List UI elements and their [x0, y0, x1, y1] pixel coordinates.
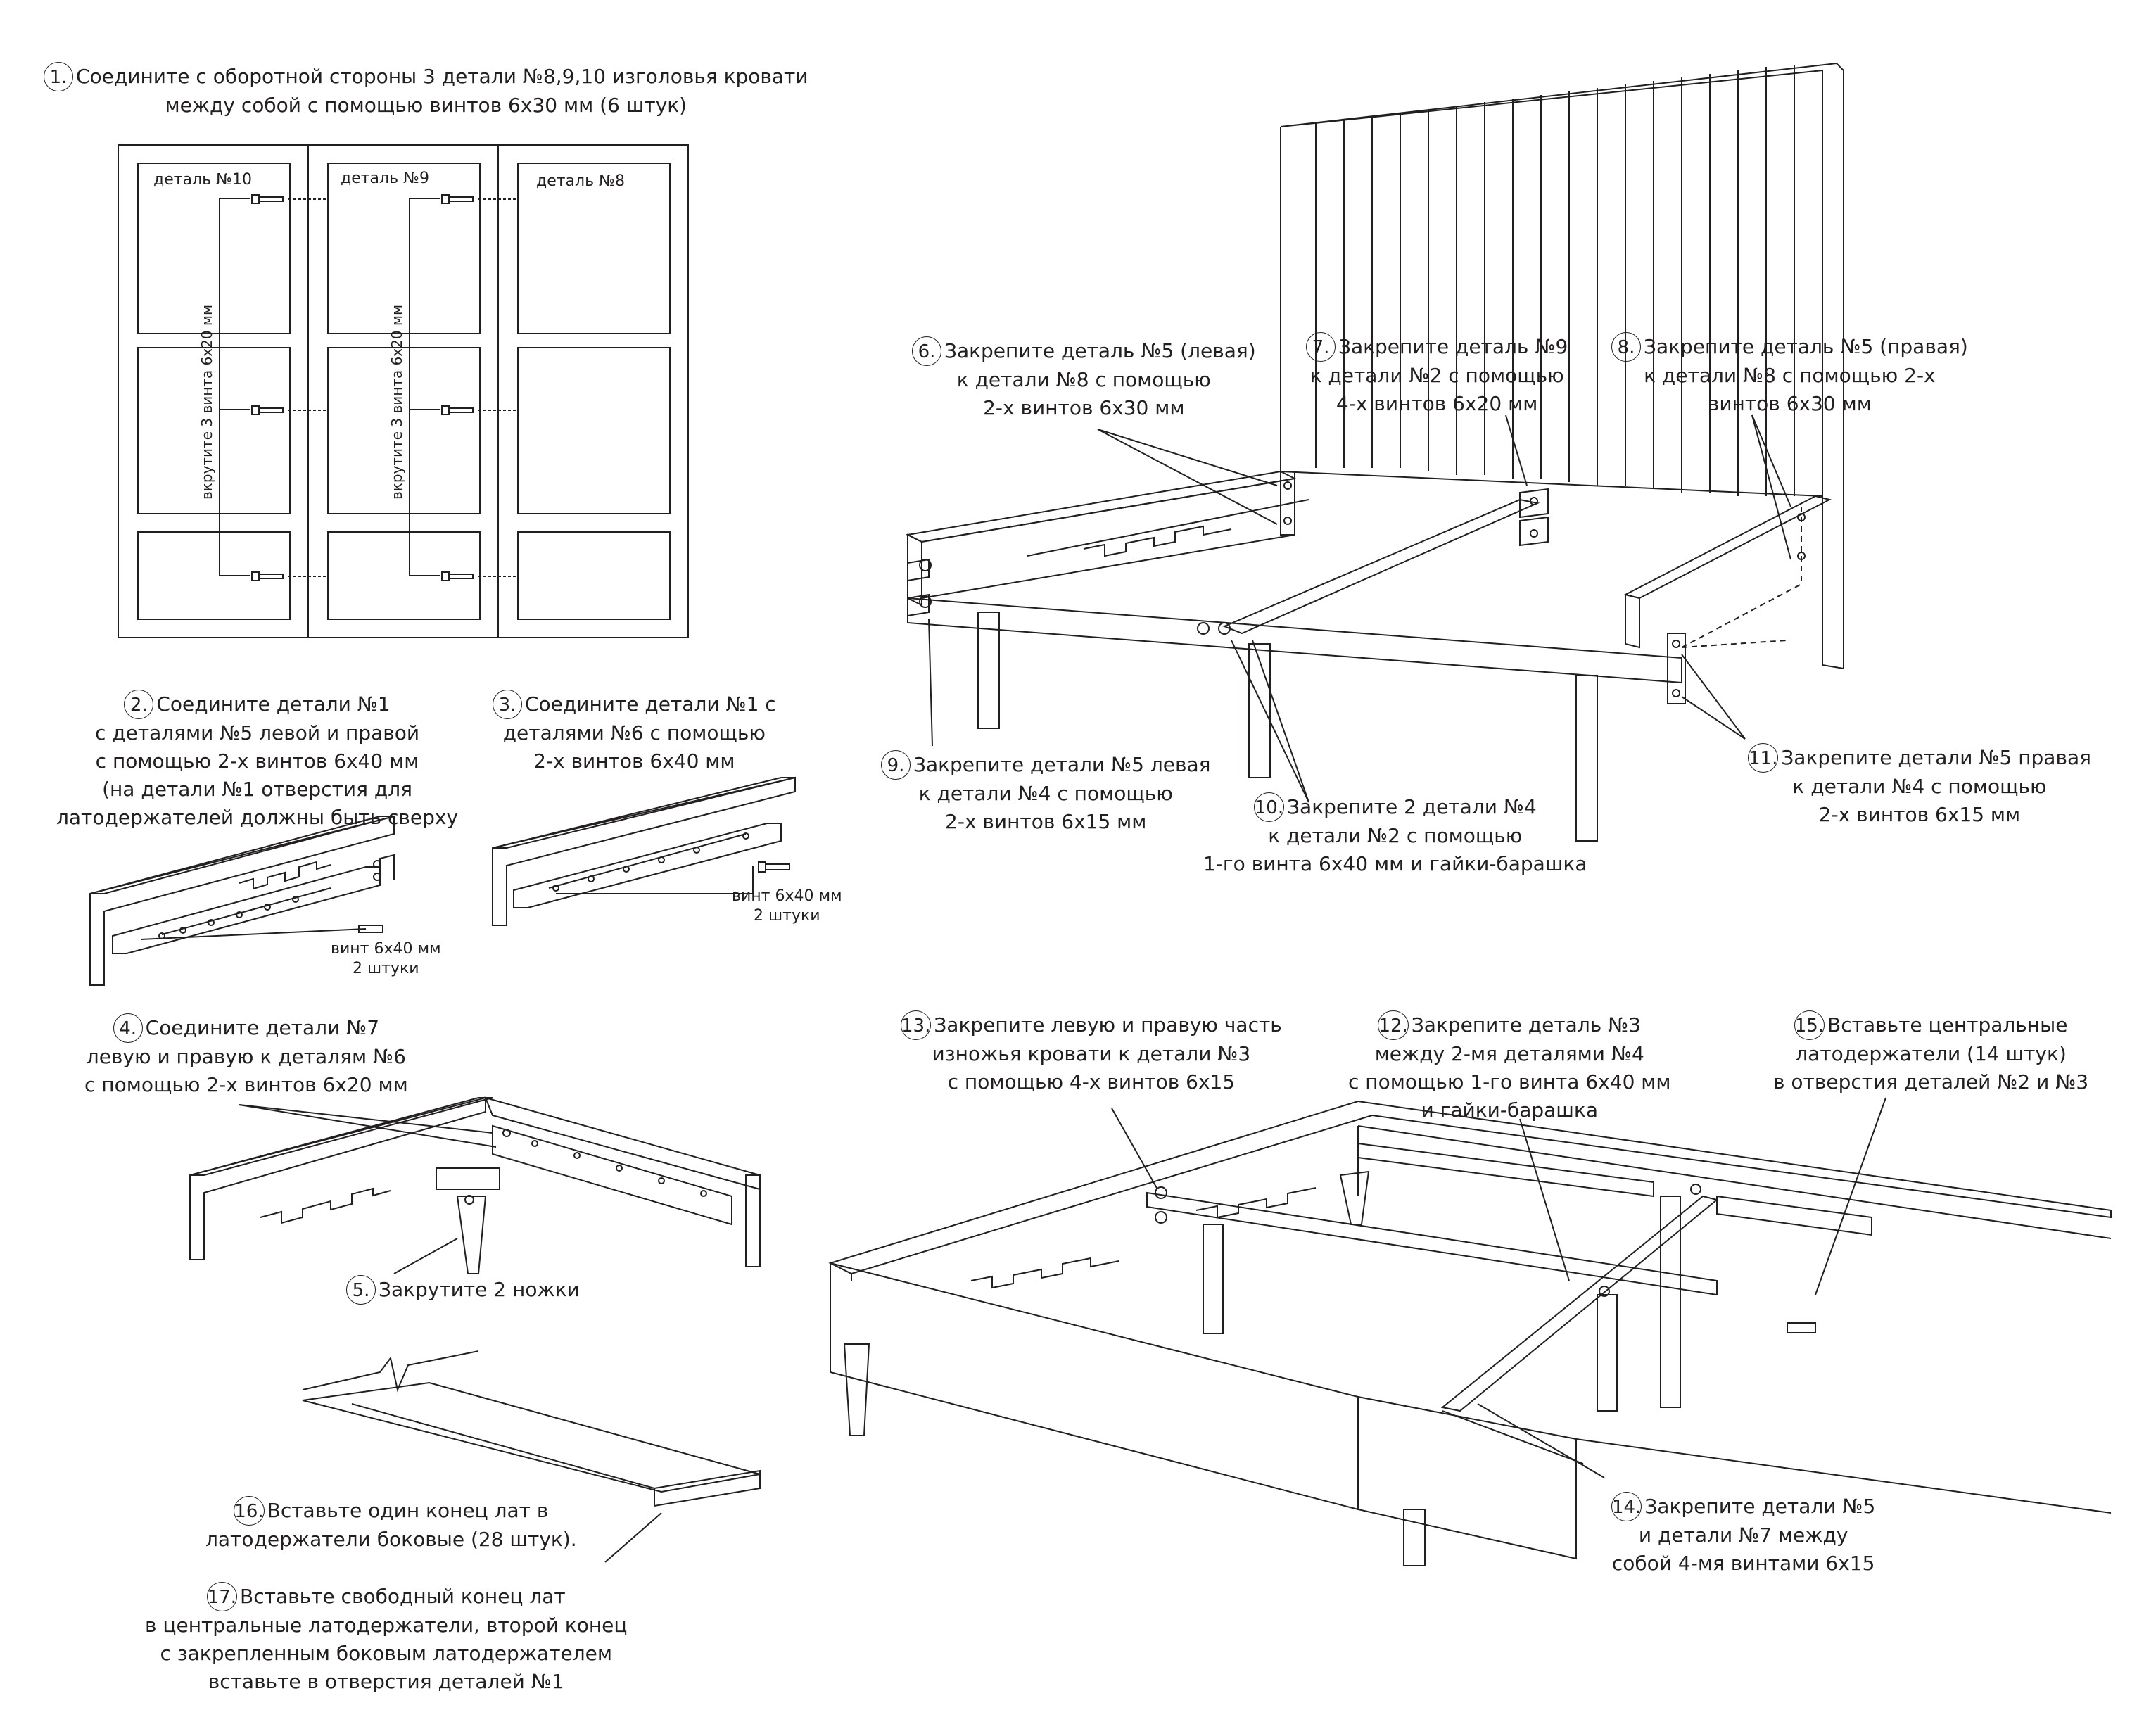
step-6: 6.Закрепите деталь №5 (левая) к детали №…	[912, 336, 1256, 422]
step-number: 15.	[1794, 1010, 1825, 1040]
step-2: 2.Соедините детали №1 с деталями №5 лево…	[56, 690, 458, 832]
callout-arrows	[929, 415, 1791, 802]
step-number: 14.	[1611, 1492, 1642, 1521]
step-number: 12.	[1378, 1010, 1409, 1040]
step-number: 2.	[124, 690, 154, 719]
step-11: 11.Закрепите детали №5 правая к детали №…	[1748, 743, 2091, 829]
step-number: 4.	[113, 1013, 143, 1043]
step-number: 1.	[44, 62, 73, 91]
step-number: 8.	[1611, 332, 1641, 362]
step-number: 3.	[493, 690, 522, 719]
frame-left-rail	[908, 471, 1309, 616]
step-10: 10.Закрепите 2 детали №4 к детали №2 с п…	[1203, 792, 1587, 878]
headboard-back-panels	[118, 145, 688, 638]
side-rail-step2	[90, 816, 394, 985]
vertical-screw-note-2: вкрутите 3 винта 6х20 мм	[388, 304, 405, 500]
frame-legs	[978, 612, 1597, 841]
screw-label-step2: винт 6х40 мм 2 штуки	[331, 940, 441, 977]
step-17: 17.Вставьте свободный конец лат в центра…	[145, 1582, 627, 1696]
step-number: 13.	[901, 1010, 932, 1040]
step-number: 11.	[1748, 743, 1779, 773]
panel-label-10: деталь №10	[153, 171, 252, 189]
footboard-corner-step4	[190, 1098, 760, 1274]
step-12: 12.Закрепите деталь №3 между 2-мя деталя…	[1348, 1010, 1671, 1124]
frame-right-rail	[1625, 496, 1829, 647]
step-1: 1.Соедините с оборотной стороны 3 детали…	[44, 62, 808, 120]
callout-arrows-base	[1112, 1098, 1886, 1478]
screw-label-step3: винт 6х40 мм 2 штуки	[732, 887, 842, 925]
side-rail-step3	[493, 778, 795, 925]
step-4: 4.Соедините детали №7 левую и правую к д…	[84, 1013, 408, 1099]
step-number: 7.	[1306, 332, 1336, 362]
panel-label-9: деталь №9	[341, 170, 429, 187]
step-5: 5.Закрутите 2 ножки	[346, 1275, 580, 1305]
step-number: 9.	[881, 750, 911, 780]
step-number: 17.	[206, 1582, 238, 1611]
step-number: 5.	[346, 1275, 376, 1305]
vertical-screw-note-1: вкрутите 3 винта 6х20 мм	[198, 304, 215, 500]
step-number: 10.	[1253, 792, 1285, 822]
step-8: 8.Закрепите деталь №5 (правая) к детали …	[1611, 332, 1968, 418]
step-number: 6.	[912, 336, 941, 366]
panel-label-8: деталь №8	[536, 172, 625, 190]
slat-step16	[303, 1351, 760, 1562]
step-14: 14.Закрепите детали №5 и детали №7 между…	[1611, 1492, 1875, 1578]
step-3: 3.Соедините детали №1 с деталями №6 с по…	[493, 690, 776, 775]
step-9: 9.Закрепите детали №5 левая к детали №4 …	[881, 750, 1210, 836]
step-15: 15.Вставьте центральные латодержатели (1…	[1773, 1010, 2088, 1096]
bed-base-frame	[830, 1101, 2111, 1566]
screw-icon	[220, 195, 518, 581]
headboard-assembly	[1281, 63, 1844, 669]
step-13: 13.Закрепите левую и правую часть изножь…	[901, 1010, 1282, 1096]
step-16: 16.Вставьте один конец лат в латодержате…	[205, 1496, 577, 1554]
step-7: 7.Закрепите деталь №9 к детали №2 с помо…	[1306, 332, 1568, 418]
step-number: 16.	[234, 1496, 265, 1526]
frame-center-beam	[908, 489, 1685, 704]
